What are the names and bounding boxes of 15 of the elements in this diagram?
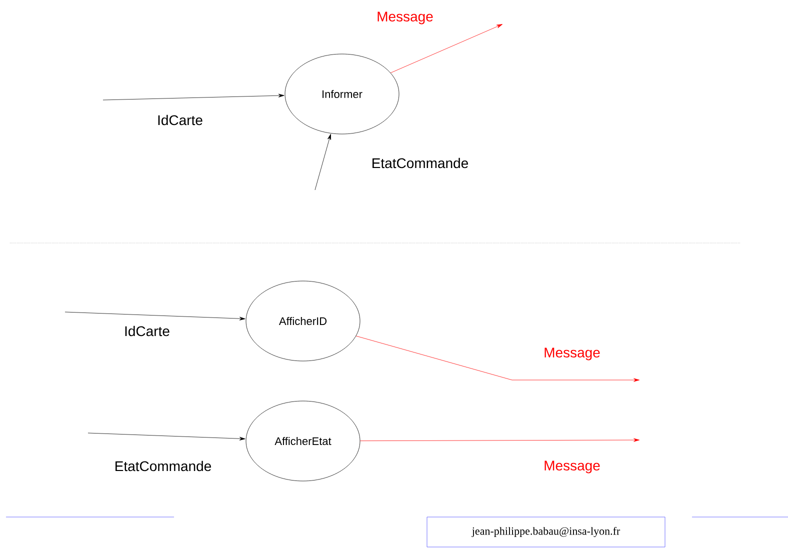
edge-label: Message: [544, 460, 600, 474]
edge-label: Message: [378, 12, 433, 24]
arrow: [88, 432, 246, 440]
edge-label: IdCarte: [158, 114, 202, 126]
edge-label: Message: [544, 348, 600, 360]
arrow: [356, 336, 640, 382]
arrow: [360, 438, 640, 442]
arrow: [314, 134, 331, 190]
edge-label: IdCarte: [125, 326, 170, 336]
edge-label: EtatCommande: [372, 158, 468, 168]
email-box: jean-philippe.babau@insa-lyon.fr: [426, 516, 666, 548]
arrow: [390, 24, 503, 74]
arrow: [64, 312, 246, 320]
arrow: [102, 94, 284, 100]
edge-label: EtatCommande: [116, 460, 211, 472]
